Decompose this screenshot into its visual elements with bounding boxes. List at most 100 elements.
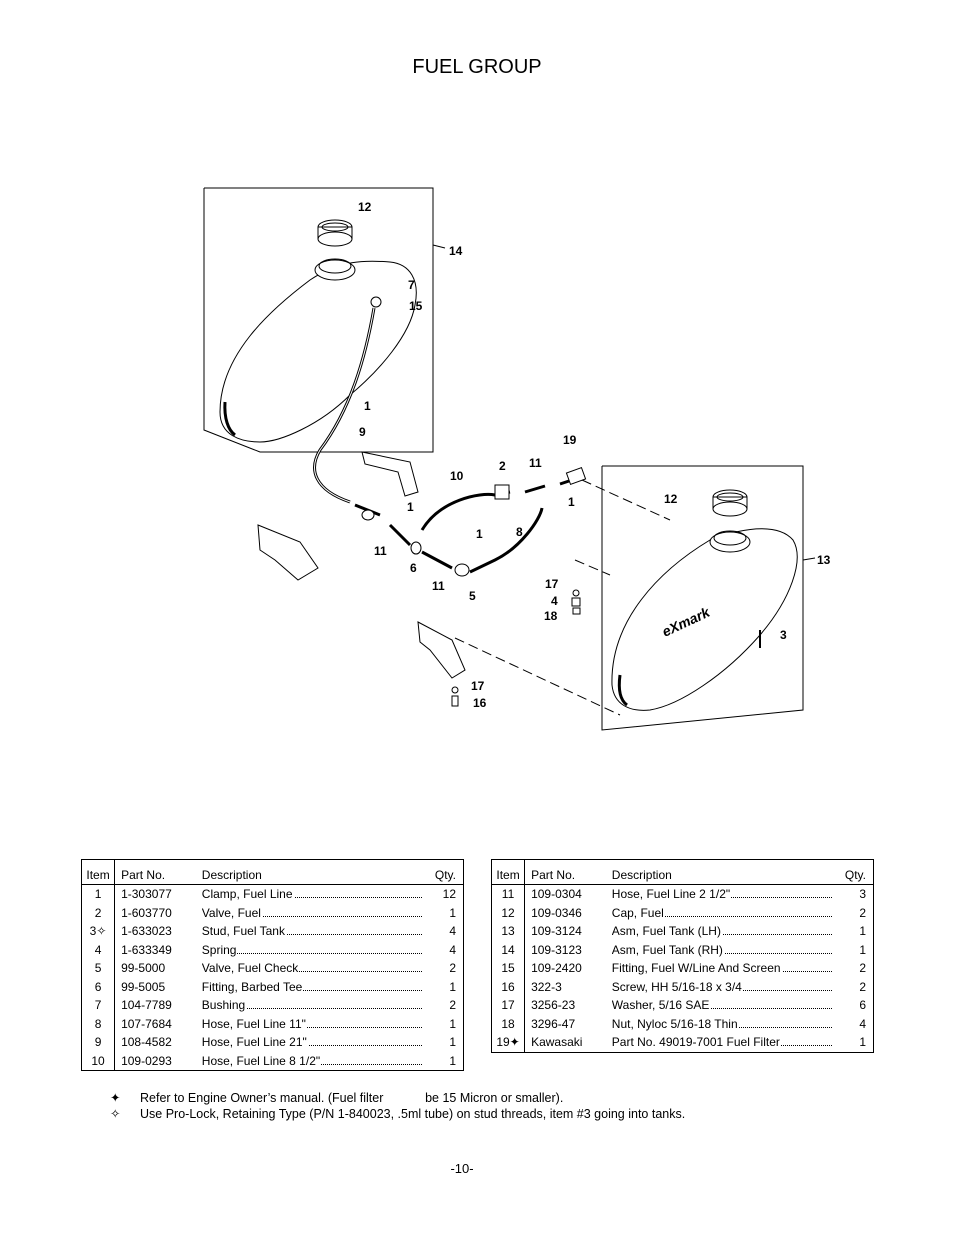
callout-label: 10 [450, 469, 464, 483]
description-text: Washer, 5/16 SAE [611, 998, 711, 1013]
header-description: Description [198, 859, 426, 885]
table-row: 19✦ Kawasaki Part No. 49019-7001 Fuel Filt… [491, 1033, 874, 1052]
item-number: 6 [81, 977, 116, 996]
part-number: 1-633349 [121, 942, 172, 957]
item-number: 4 [81, 940, 116, 959]
item-number: 19✦ [491, 1033, 526, 1052]
table-header-row: Item Part No. Description Qty. [491, 859, 874, 885]
description-text: Clamp, Fuel Line [201, 887, 294, 902]
item-number: 15 [491, 959, 526, 978]
description-text: Hose, Fuel Line 2 1/2" [611, 887, 732, 902]
description-cell: Bushing [199, 996, 426, 1015]
description-text: Hose, Fuel Line 8 1/2" [201, 1053, 322, 1068]
description-text: Bushing [201, 998, 247, 1013]
callout-label: 13 [817, 553, 831, 567]
quantity: 2 [859, 979, 866, 994]
item-number: 11 [491, 884, 526, 904]
part-number: Kawasaki [531, 1035, 583, 1050]
part-number: 99-5005 [121, 979, 166, 994]
part-number: 1-633023 [121, 924, 172, 939]
callout-label: 1 [407, 500, 414, 514]
quantity: 4 [859, 1016, 866, 1031]
quantity: 3 [859, 887, 866, 902]
quantity: 2 [449, 961, 456, 976]
description-cell: Clamp, Fuel Line [199, 885, 426, 904]
item-number: 8 [81, 1014, 116, 1033]
header-item: Item [81, 859, 116, 885]
description-text: Fitting, Barbed Tee [201, 979, 304, 994]
part-number: 109-3123 [531, 942, 582, 957]
solid-star-icon: ✦ [110, 1091, 121, 1105]
description-cell: Hose, Fuel Line 2 1/2" [609, 885, 836, 904]
item-number: 18 [491, 1014, 526, 1033]
description-cell: Fitting, Barbed Tee [199, 978, 426, 997]
item-number: 7 [81, 996, 116, 1015]
quantity: 12 [442, 887, 456, 902]
quantity: 4 [449, 924, 456, 939]
item-number: 10 [81, 1051, 116, 1071]
callout-label: 11 [432, 579, 445, 593]
quantity: 6 [859, 998, 866, 1013]
description-text: Screw, HH 5/16-18 x 3/4 [611, 979, 743, 994]
callout-label: 2 [499, 459, 506, 473]
description-cell: Stud, Fuel Tank [199, 922, 426, 941]
callout-label: 17 [545, 577, 559, 591]
callout-label: 12 [358, 200, 372, 214]
fuel-group-exploded-diagram: eXmark 12 14 7 15 1 9 19 2 11 10 1 12 13… [203, 187, 831, 731]
quantity: 1 [449, 905, 456, 920]
part-number: 109-3124 [531, 924, 582, 939]
part-number: 3296-47 [531, 1016, 576, 1031]
callout-label: 9 [359, 425, 366, 439]
footnote-text: Refer to Engine Owner’s manual. (Fuel fi… [140, 1091, 564, 1105]
table-row: 18 3296-47 Nut, Nyloc 5/16-18 Thin 4 [491, 1014, 874, 1034]
item-number: 2 [81, 903, 116, 922]
item-number: 17 [491, 996, 526, 1015]
item-number: 5 [81, 959, 116, 978]
description-cell: Asm, Fuel Tank (LH) [609, 922, 836, 941]
item-number: 1 [81, 884, 116, 904]
part-number: 3256-23 [531, 998, 576, 1013]
quantity: 1 [449, 1035, 456, 1050]
description-cell: Valve, Fuel [199, 904, 426, 923]
header-qty: Qty. [835, 859, 874, 885]
description-cell: Spring [199, 941, 426, 960]
part-number: 109-2420 [531, 961, 582, 976]
part-number: 109-0346 [531, 905, 582, 920]
description-cell: Hose, Fuel Line 11" [199, 1015, 426, 1034]
callout-label: 11 [529, 456, 542, 470]
callout-label: 17 [471, 679, 485, 693]
header-description: Description [608, 859, 836, 885]
description-text: Fitting, Fuel W/Line And Screen [611, 961, 782, 976]
quantity: 1 [859, 924, 866, 939]
callout-label: 3 [780, 628, 787, 642]
footnote-text: Use Pro-Lock, Retaining Type (P/N 1-8400… [140, 1107, 686, 1121]
header-part-no: Part No. [114, 859, 199, 885]
callout-label: 7 [408, 278, 415, 292]
part-number: 109-0293 [121, 1053, 172, 1068]
description-cell: Valve, Fuel Check [199, 959, 426, 978]
outline-star-icon: ✧ [110, 1107, 121, 1121]
footnote-filter: ✦ Refer to Engine Owner’s manual. (Fuel f… [110, 1090, 563, 1105]
quantity: 2 [449, 998, 456, 1013]
footnote-prolock: ✧ Use Pro-Lock, Retaining Type (P/N 1-840… [110, 1106, 685, 1121]
callout-label: 12 [664, 492, 678, 506]
callout-label: 18 [544, 609, 558, 623]
description-cell: Nut, Nyloc 5/16-18 Thin [609, 1015, 836, 1034]
description-text: Spring [201, 942, 238, 957]
page-title: FUEL GROUP [412, 56, 542, 78]
description-cell: Part No. 49019-7001 Fuel Filter [609, 1033, 836, 1052]
callout-label: 8 [516, 525, 523, 539]
page-number: -10- [450, 1161, 474, 1176]
description-text: Valve, Fuel Check [201, 961, 300, 976]
callout-label: 5 [469, 589, 476, 603]
header-qty: Qty. [425, 859, 464, 885]
